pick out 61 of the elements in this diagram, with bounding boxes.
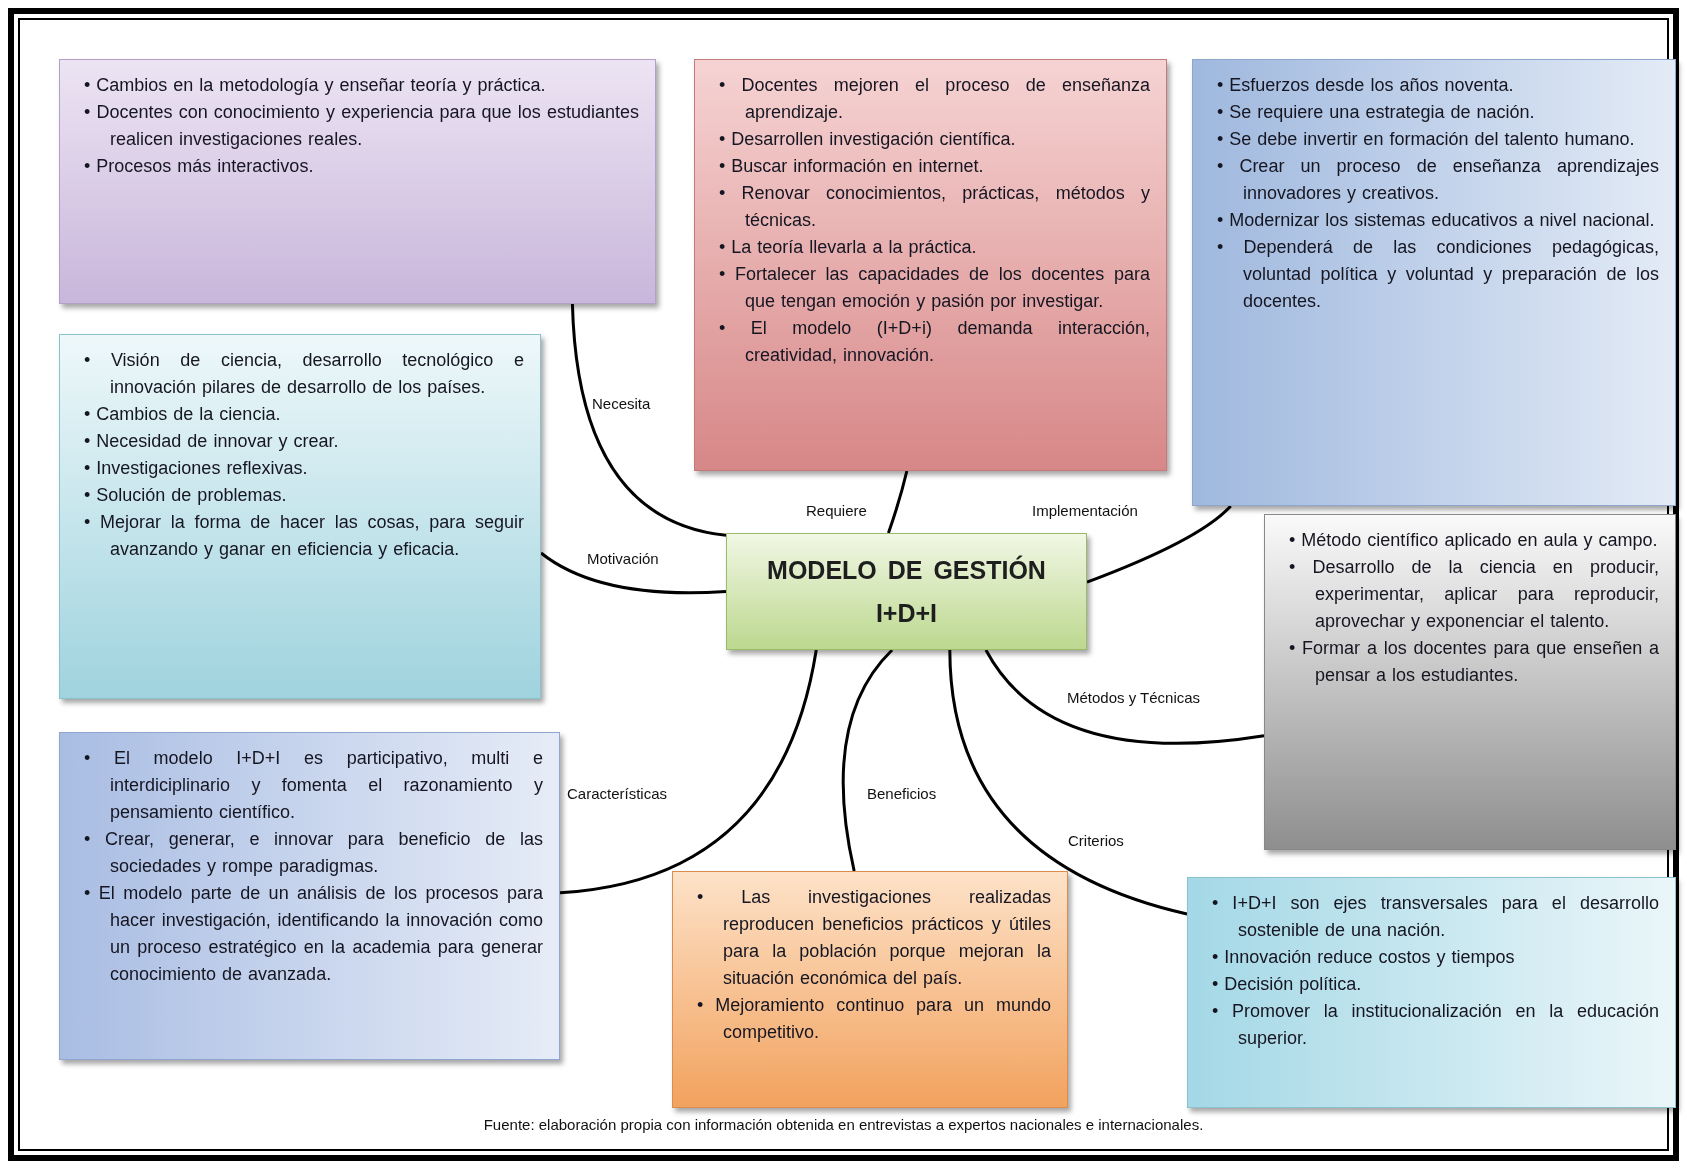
connector-line: [984, 649, 1265, 745]
connector-line: [841, 649, 894, 872]
edge-label: Criterios: [1068, 832, 1124, 849]
connector-line: [540, 551, 727, 595]
bullet-point: • Necesidad de innovar y crear.: [84, 430, 340, 453]
bullet-point: • Fortalecer las capacidades de los docentes para que tengan emoción y pasión por investigar.: [719, 263, 1150, 313]
bullet-point: • Procesos más interactivos.: [84, 155, 315, 178]
bullet-point: • Visión de ciencia, desarrollo tecnológico e innovación pilares de desarrollo de los países.: [84, 349, 524, 399]
central-topic-title: MODELO DE GESTIÓN I+D+I: [767, 554, 1046, 629]
bullet-point: • Esfuerzos desde los años noventa.: [1217, 74, 1515, 97]
edge-label: Beneficios: [867, 785, 937, 802]
bullet-list-box: [672, 871, 1068, 1108]
bullet-list-box: [1187, 877, 1676, 1108]
bullet-point: • Buscar información en internet.: [719, 155, 985, 178]
bullet-list-box: [1264, 514, 1676, 850]
edge-label: Necesita: [592, 395, 651, 412]
bullet-point: • La teoría llevarla a la práctica.: [719, 236, 978, 259]
bullet-point: • I+D+I son ejes transversales para el desarrollo sostenible de una nación.: [1212, 892, 1659, 942]
connector-line: [559, 649, 818, 895]
bullet-point: • Innovación reduce costos y tiempos: [1212, 946, 1516, 969]
bullet-point: • Las investigaciones realizadas reproducen beneficios prácticos y útiles para la población porque mejoran la situación económica del país.: [697, 886, 1051, 990]
bullet-point: • Mejoramiento continuo para un mundo competitivo.: [697, 994, 1051, 1044]
bullet-point: • Promover la institucionalización en la educación superior.: [1212, 1000, 1659, 1050]
connector-line: [948, 649, 1188, 916]
bullet-point: • Se requiere una estrategia de nación.: [1217, 101, 1536, 124]
bullet-point: • Investigaciones reflexivas.: [84, 457, 309, 480]
bullet-point: • Crear, generar, e innovar para beneficio de las sociedades y rompe paradigmas.: [84, 828, 543, 878]
source-caption: Fuente: elaboración propia con información obtenida en entrevistas a expertos nacionales e internacionales.: [482, 1116, 1205, 1133]
bullet-point: • Crear un proceso de enseñanza aprendizajes innovadores y creativos.: [1217, 155, 1659, 205]
edge-label: Motivación: [587, 550, 659, 567]
bullet-point: • Se debe invertir en formación del talento humano.: [1217, 128, 1636, 151]
bullet-point: • Docentes mejoren el proceso de enseñanza aprendizaje.: [719, 74, 1150, 124]
connector-line: [887, 470, 909, 534]
bullet-point: • Decisión política.: [1212, 973, 1363, 996]
connector-line: [1086, 504, 1232, 584]
bullet-point: • Desarrollen investigación científica.: [719, 128, 1017, 151]
bullet-point: • Dependerá de las condiciones pedagógicas, voluntad política y voluntad y preparación de los docentes.: [1217, 236, 1659, 313]
connector-line: [570, 303, 727, 537]
bullet-point: • El modelo (I+D+i) demanda interacción, creatividad, innovación.: [719, 317, 1150, 367]
bullet-point: • Solución de problemas.: [84, 484, 288, 507]
bullet-point: • Método científico aplicado en aula y campo.: [1289, 529, 1659, 552]
bullet-list-box: [694, 59, 1167, 471]
bullet-list-box: [59, 59, 656, 304]
bullet-point: • Formar a los docentes para que enseñen a pensar a los estudiantes.: [1289, 637, 1659, 687]
bullet-list-box: [59, 334, 541, 699]
edge-label: Requiere: [806, 502, 867, 519]
bullet-point: • Mejorar la forma de hacer las cosas, para seguir avanzando y ganar en eficiencia y eficacia.: [84, 511, 524, 561]
bullet-point: • Cambios de la ciencia.: [84, 403, 282, 426]
bullet-point: • Desarrollo de la ciencia en producir, experimentar, aplicar para reproducir, aprovechar y exponenciar el talento.: [1289, 556, 1659, 633]
central-topic-box: [726, 533, 1087, 650]
bullet-list-box: [1192, 59, 1676, 506]
bullet-point: • El modelo I+D+I es participativo, multi e interdiciplinario y fomenta el razonamiento y pensamiento científico.: [84, 747, 543, 824]
bullet-point: • Modernizar los sistemas educativos a nivel nacional.: [1217, 209, 1656, 232]
bullet-list-box: [59, 732, 560, 1060]
edge-label: Características: [567, 785, 668, 802]
bullet-point: • Renovar conocimientos, prácticas, métodos y técnicas.: [719, 182, 1150, 232]
bullet-point: • El modelo parte de un análisis de los procesos para hacer investigación, identificando la innovación como un proceso estratégico en la academia para generar conocimiento de avanzada.: [84, 882, 543, 986]
edge-label: Métodos y Técnicas: [1067, 689, 1201, 706]
bullet-point: • Cambios en la metodología y enseñar teoría y práctica.: [84, 74, 547, 97]
edge-label: Implementación: [1032, 502, 1138, 519]
bullet-point: • Docentes con conocimiento y experiencia para que los estudiantes realicen investigaciones reales.: [84, 101, 639, 151]
